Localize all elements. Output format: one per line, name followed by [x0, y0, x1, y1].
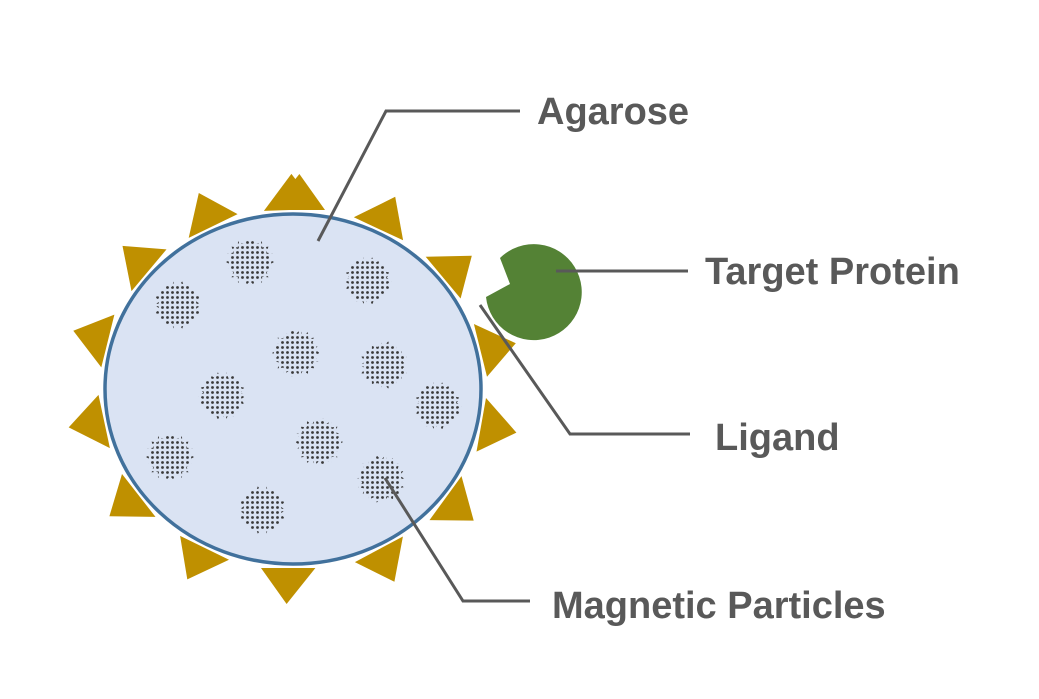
ligand-triangle: [429, 476, 474, 521]
ligand-triangle: [354, 536, 403, 582]
magnetic-particles-label: Magnetic Particles: [552, 585, 886, 627]
ligand-triangle: [73, 314, 115, 368]
agarose-bead: [103, 212, 483, 566]
ligand-triangle: [109, 474, 156, 517]
ligand-triangle: [122, 245, 167, 292]
ligand-triangle: [425, 255, 472, 299]
ligand-triangle: [353, 196, 404, 241]
magnetic-particle: [226, 238, 274, 286]
agarose-leader-line: [316, 109, 520, 242]
ligand-group: [68, 173, 517, 604]
magnetic-particles-leader-line: [383, 477, 530, 603]
magnetic-particle: [154, 281, 202, 329]
ligand-triangle: [263, 173, 319, 211]
magnetic-particle: [272, 329, 320, 377]
ligand-label: Ligand: [715, 417, 840, 459]
magnetic-particle: [344, 257, 392, 305]
ligand-triangle: [476, 398, 517, 452]
magnetic-particle: [146, 433, 194, 481]
target-protein-shape: [486, 244, 582, 341]
target-protein-label: Target Protein: [705, 251, 960, 293]
magnetic-particle: [295, 418, 343, 466]
ligand-leader-line: [478, 304, 690, 436]
magnetic-particle: [238, 486, 286, 534]
magnetic-particle: [360, 341, 408, 389]
magnetic-particle: [198, 372, 246, 420]
ligand-triangle: [180, 535, 229, 580]
agarose-label: Agarose: [537, 91, 689, 133]
ligand-triangle: [188, 193, 238, 238]
ligand-triangle: [473, 324, 516, 377]
ligand-triangle: [261, 568, 316, 604]
magnetic-particle: [414, 382, 462, 430]
ligand-triangle: [68, 394, 110, 449]
magnetic-particle-group: [146, 238, 462, 534]
